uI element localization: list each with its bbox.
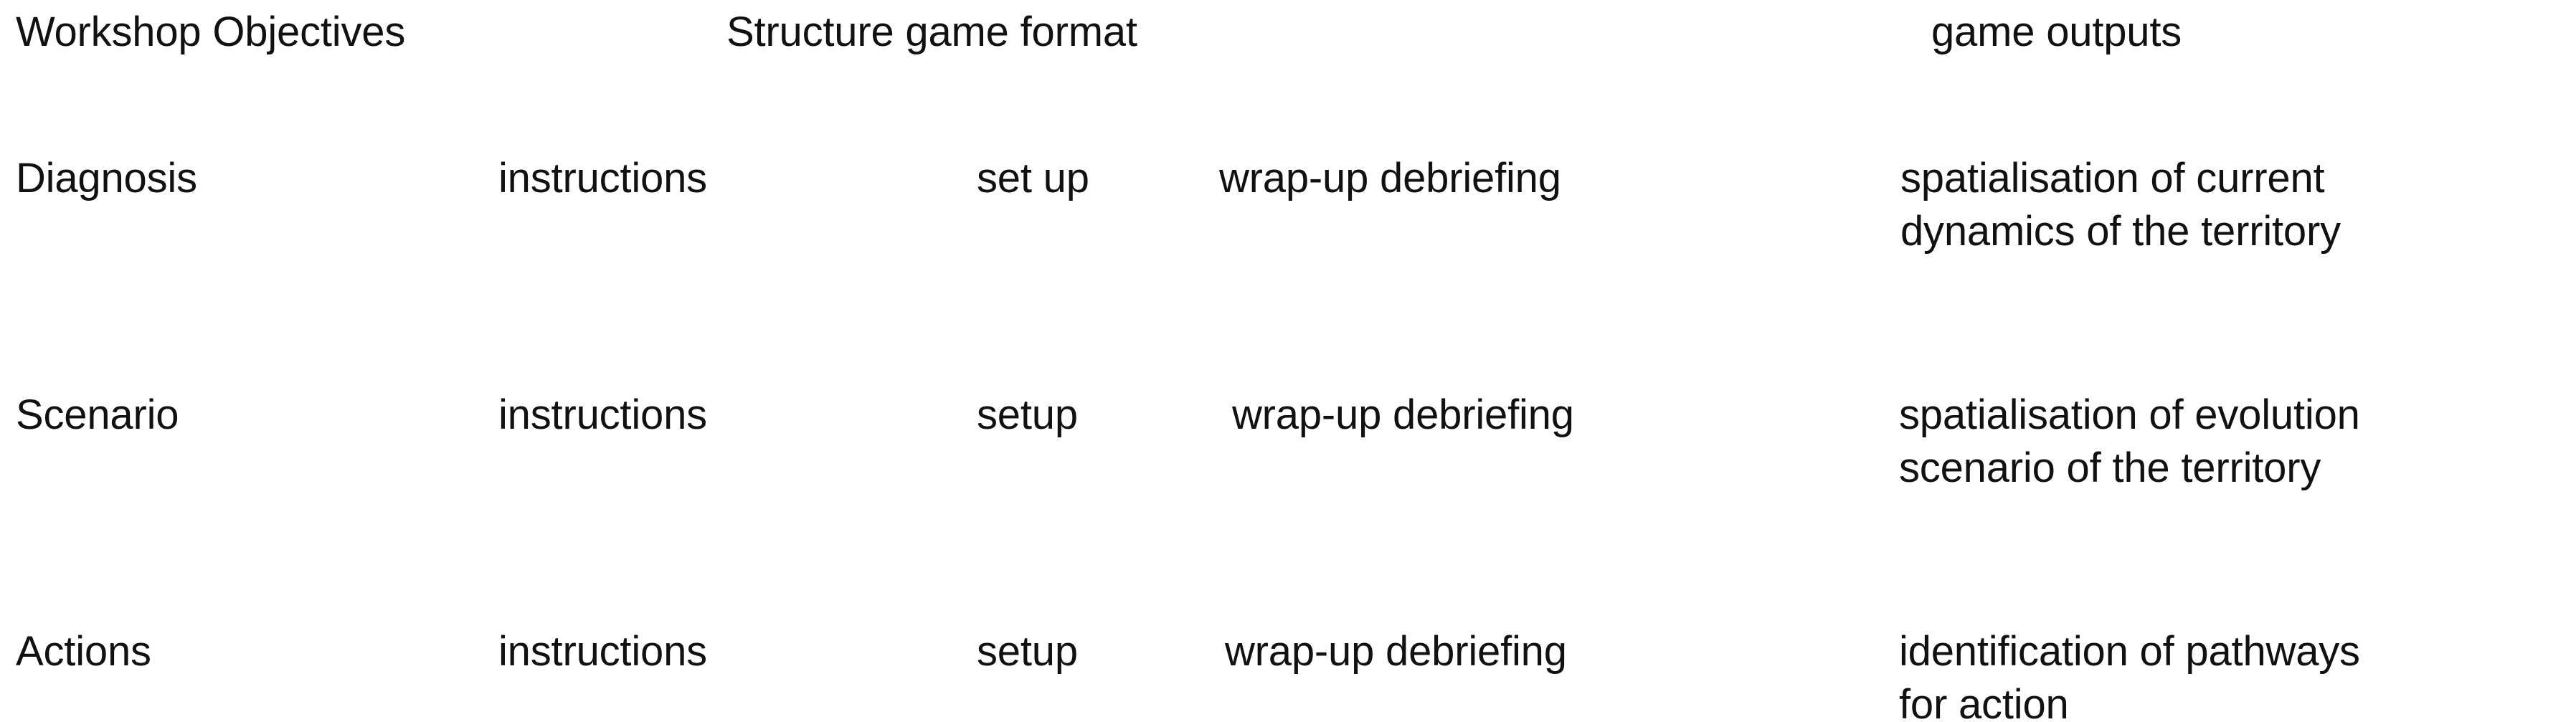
row-diagnosis-objective: Diagnosis (16, 155, 197, 201)
row-actions-outputs-line1: identification of pathways (1899, 628, 2360, 675)
header-workshop-objectives: Workshop Objectives (16, 9, 406, 55)
row-diagnosis-outputs-line1: spatialisation of current (1900, 155, 2325, 201)
row-actions-outputs-line2: for action (1899, 681, 2069, 722)
row-scenario-setup: setup (977, 391, 1078, 438)
row-diagnosis-outputs: spatialisation of current dynamics of th… (1900, 152, 2341, 258)
row-diagnosis-instructions: instructions (498, 155, 707, 201)
row-actions-setup: setup (977, 628, 1078, 675)
row-scenario-outputs-line2: scenario of the territory (1899, 445, 2321, 491)
row-scenario-outputs: spatialisation of evolution scenario of … (1899, 389, 2360, 495)
row-diagnosis-format: wrap-up debriefing (1219, 155, 1561, 201)
row-scenario-objective: Scenario (16, 391, 179, 438)
row-scenario-format: wrap-up debriefing (1232, 391, 1574, 438)
row-scenario-outputs-line1: spatialisation of evolution (1899, 391, 2360, 438)
row-scenario-instructions: instructions (498, 391, 707, 438)
header-structure-game-format: Structure game format (726, 9, 1137, 55)
header-game-outputs: game outputs (1931, 9, 2182, 55)
row-diagnosis-outputs-line2: dynamics of the territory (1900, 208, 2341, 255)
row-actions-outputs: identification of pathways for action (1899, 625, 2360, 722)
row-actions-instructions: instructions (498, 628, 707, 675)
row-diagnosis-setup: set up (977, 155, 1089, 201)
row-actions-objective: Actions (16, 628, 151, 675)
row-actions-format: wrap-up debriefing (1225, 628, 1567, 675)
